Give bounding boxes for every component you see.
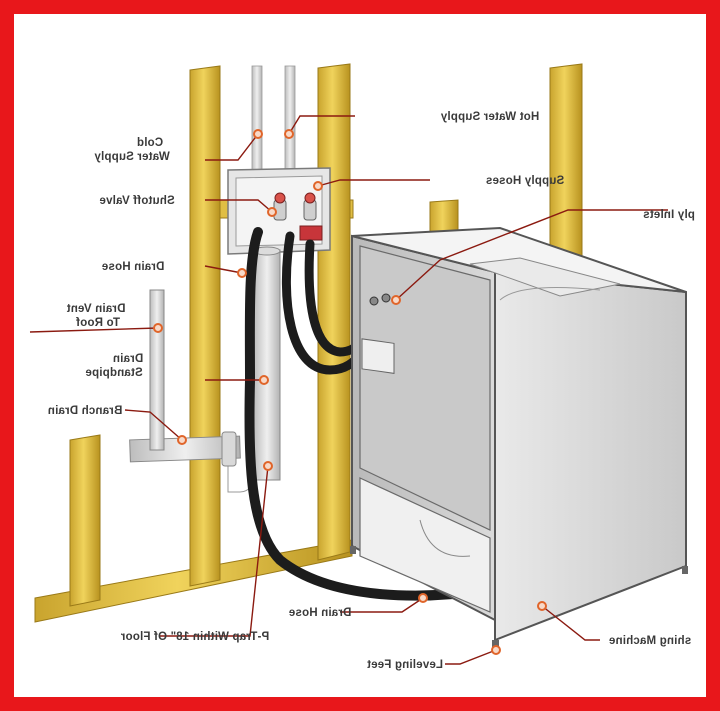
callout-markers: [153, 129, 547, 655]
label-drain-vent-2: To Roof: [76, 317, 120, 329]
label-standpipe-1: Drain: [113, 353, 143, 365]
leveling-foot-front: [492, 640, 499, 649]
label-washing-machine: shing Machine: [609, 635, 691, 647]
leveling-foot-left: [350, 546, 356, 554]
label-standpipe-2: Standpipe: [85, 367, 142, 379]
label-drain-vent-1: Drain Vent: [67, 303, 126, 315]
washer-outlet-box: [227, 167, 331, 255]
marker-standpipe: [259, 375, 269, 385]
label-leveling-feet: Leveling Feet: [367, 659, 443, 671]
leveling-foot-right: [682, 566, 688, 574]
cold-supply-pipe: [251, 65, 263, 173]
marker-supply-inlets: [391, 295, 401, 305]
drain-hose: [244, 227, 493, 601]
label-branch-drain: Branch Drain: [48, 405, 123, 417]
machine-front-panel: [494, 270, 687, 642]
marker-supply-hoses: [313, 181, 323, 191]
stud-center: [317, 63, 351, 561]
label-supply-hoses: Supply Hoses: [486, 175, 564, 187]
washing-machine: [350, 226, 688, 649]
marker-washing-machine: [537, 601, 547, 611]
marker-p-trap: [263, 461, 273, 471]
marker-shutoff-valve: [267, 207, 277, 217]
label-shutoff-valve: Shutoff Valve: [99, 195, 174, 207]
leader-lines: [29, 115, 668, 665]
label-drain-hose-bottom: Drain Hose: [289, 607, 352, 619]
label-drain-hose-top: Drain Hose: [102, 261, 165, 273]
stud-left-far: [69, 434, 101, 607]
label-cold-water-1: Cold: [137, 137, 163, 149]
drain-vent-pipe: [149, 289, 165, 451]
supply-inlets-plate: [361, 338, 395, 374]
marker-branch-drain: [177, 435, 187, 445]
label-cold-water-2: Water Supply: [94, 151, 170, 163]
marker-drain-hose-top: [237, 268, 247, 278]
label-p-trap: P-Trap Within 18" Of Floor: [120, 631, 269, 643]
stud-left: [189, 65, 221, 587]
stud-right: [549, 63, 583, 271]
marker-hot-water: [284, 129, 294, 139]
supply-pipes: [251, 65, 296, 173]
inner-frame-line: [14, 14, 706, 697]
marker-leveling-feet: [491, 645, 501, 655]
marker-drain-hose-bottom: [418, 593, 428, 603]
label-supply-inlets: ply Inlets: [643, 209, 695, 221]
hot-supply-pipe: [284, 65, 296, 173]
marker-drain-vent: [153, 323, 163, 333]
labels: Hot Water Supply Cold Water Supply Suppl…: [48, 111, 695, 671]
marker-cold-water: [253, 129, 263, 139]
label-hot-water-supply: Hot Water Supply: [440, 111, 539, 123]
